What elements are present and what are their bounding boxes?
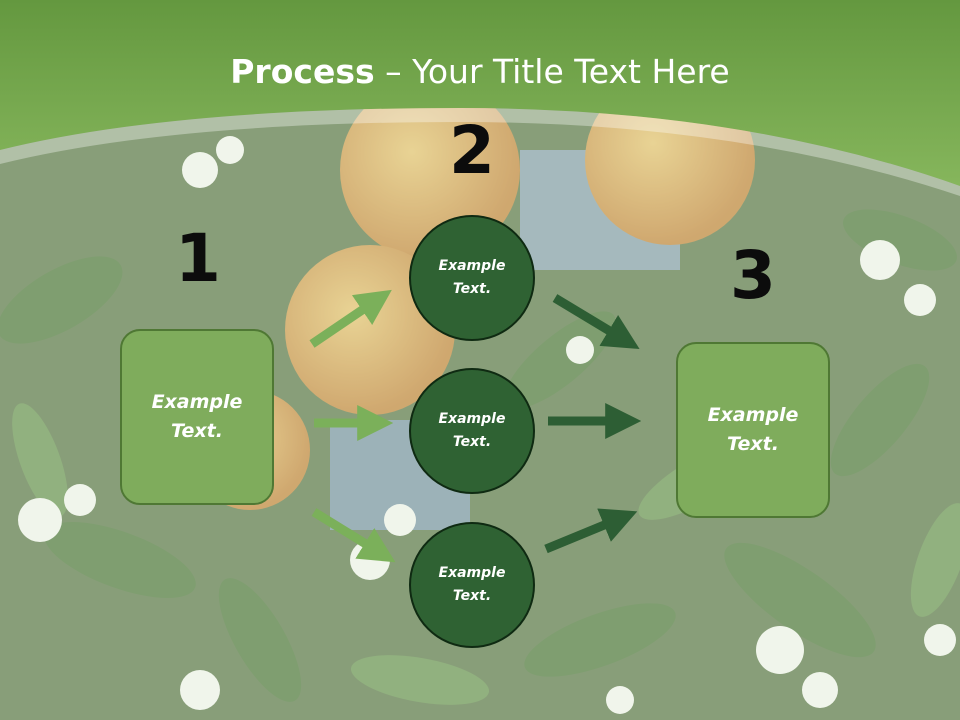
step-3-line-2: Text.	[727, 433, 779, 455]
step-1-box[interactable]: Example Text.	[120, 329, 274, 505]
circle-bottom-line-2: Text.	[452, 588, 492, 604]
step-number-1: 1	[175, 220, 221, 297]
circle-top-line-2: Text.	[452, 281, 492, 297]
circle-middle-line-2: Text.	[452, 434, 492, 450]
step-2-circle-middle[interactable]: Example Text.	[409, 368, 535, 494]
step-3-box[interactable]: Example Text.	[676, 342, 830, 518]
arrow-1-to-top	[309, 289, 392, 348]
step-2-circle-bottom[interactable]: Example Text.	[409, 522, 535, 648]
step-1-line-1: Example	[151, 391, 243, 413]
arrow-bottom-to-3	[544, 508, 638, 554]
title-bold: Process	[230, 52, 375, 91]
title-rest: Your Title Text Here	[412, 52, 730, 91]
step-1-line-2: Text.	[171, 420, 223, 442]
slide-title: Process – Your Title Text Here	[0, 52, 960, 91]
circle-middle-line-1: Example	[438, 411, 506, 427]
arrow-top-to-3	[552, 294, 640, 350]
title-separator: –	[374, 52, 413, 91]
step-3-line-1: Example	[707, 404, 799, 426]
circle-top-line-1: Example	[438, 258, 506, 274]
step-number-2: 2	[449, 112, 495, 189]
step-2-circle-top[interactable]: Example Text.	[409, 215, 535, 341]
arrow-1-to-bottom	[311, 508, 396, 563]
step-number-3: 3	[730, 237, 776, 314]
circle-bottom-line-1: Example	[438, 565, 506, 581]
